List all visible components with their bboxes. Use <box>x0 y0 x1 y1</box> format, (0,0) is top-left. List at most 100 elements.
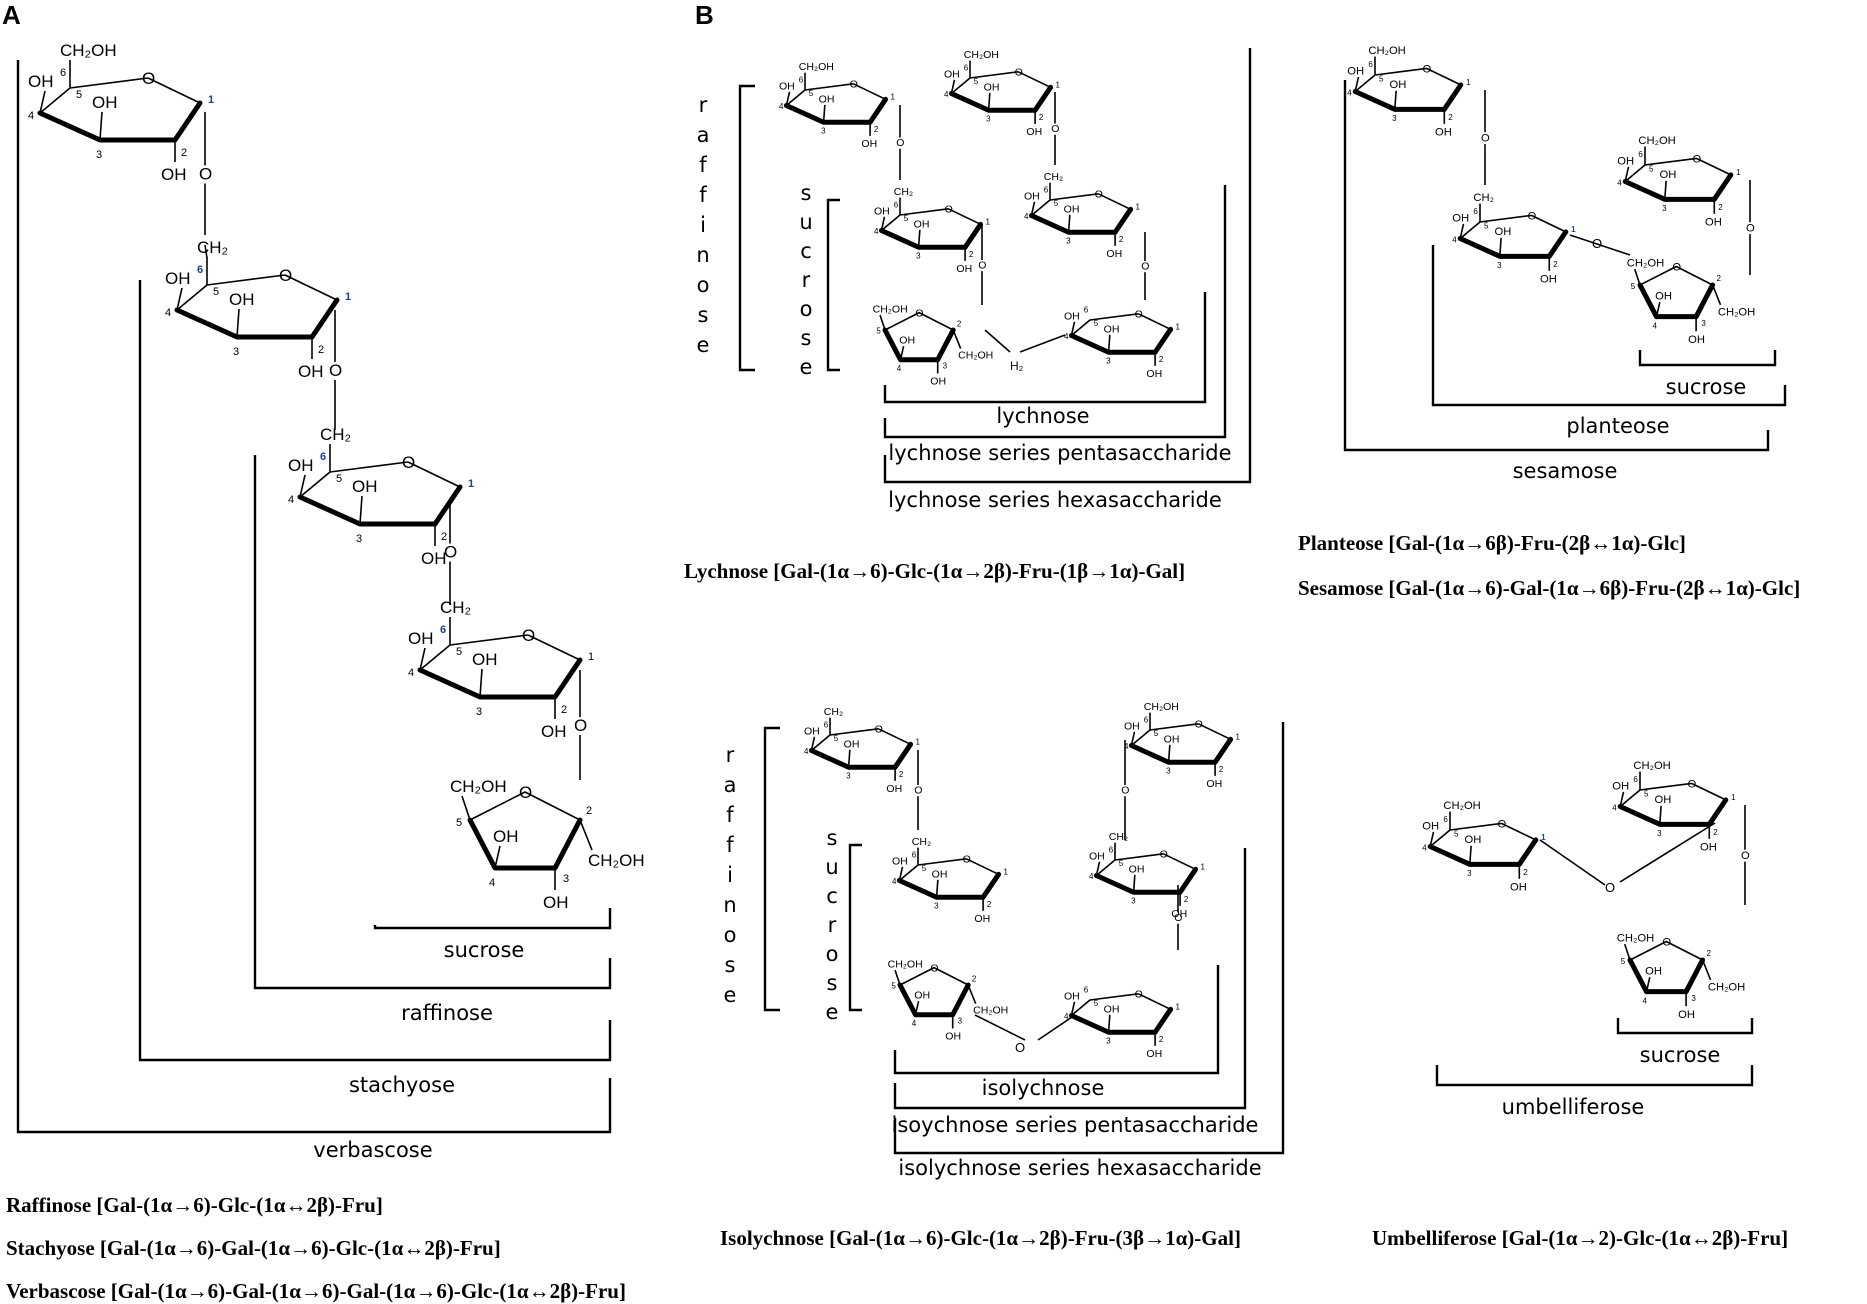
carbon-number: 3 <box>986 114 991 123</box>
carbon-number: 1 <box>916 737 921 746</box>
c4-oh-bond <box>899 345 905 360</box>
c3-oh-bond <box>359 495 363 525</box>
bracket-raffinose-a <box>253 455 612 990</box>
c3-oh-bond <box>99 111 103 141</box>
carbon-number: 3 <box>1657 829 1662 838</box>
vertical-letter: a <box>697 123 710 147</box>
carbon-number: 1 <box>1466 78 1471 87</box>
carbon-number: 3 <box>1662 204 1667 213</box>
carbon-number: 4 <box>28 110 34 122</box>
carbon-number: 1 <box>1176 1002 1181 1011</box>
c4-oh-bond <box>1030 201 1036 216</box>
carbon-number: 3 <box>1106 1036 1111 1045</box>
label-lychnose-hexasaccharide: lychnose series hexasaccharide <box>888 488 1222 512</box>
bracket-lychnose-pentasaccharide <box>883 185 1227 439</box>
label-isolychnose-pentasaccharide: isoychnose series pentasaccharide <box>892 1113 1259 1137</box>
pyranose-ring-top <box>1198 723 1231 741</box>
furanose-ring-bottom <box>897 982 971 1018</box>
c3-oh: OH <box>1164 733 1180 745</box>
label-umbelliferose: umbelliferose <box>1502 1095 1645 1119</box>
ring-oxygen: O <box>1672 261 1681 273</box>
carbon-number: 3 <box>96 149 102 161</box>
carbon-number: 2 <box>1039 113 1044 122</box>
c3-oh: OH <box>543 893 569 912</box>
furanose-ring-bottom <box>882 327 956 363</box>
pyranose-ring-bottom <box>1068 1006 1174 1035</box>
label-raffinose-a: raffinose <box>401 1001 493 1025</box>
c3-oh: OH <box>1495 226 1512 238</box>
carbon-number: 5 <box>1621 957 1626 966</box>
furanose-ring-top <box>1639 265 1713 286</box>
carbon-number: 3 <box>943 361 948 370</box>
vertical-letter: c <box>826 884 838 908</box>
ring-oxygen: O <box>402 453 415 472</box>
caption-raffinose: Raffinose [Gal-(1α→6)-Glc-(1α↔2β)-Fru] <box>6 1193 383 1217</box>
pyranose-ring-bottom <box>783 96 889 125</box>
carbon-number: 6 <box>824 721 829 730</box>
c3-oh: OH <box>1660 169 1677 181</box>
c4-oh: OH <box>804 725 820 737</box>
vertical-letter: s <box>801 181 812 205</box>
glycosidic-bond <box>984 329 1011 353</box>
furanose-ring-bottom <box>1637 282 1716 320</box>
c6-group: CH₂OH <box>888 959 923 971</box>
c4-oh: OH <box>892 855 908 867</box>
carbon-number: 5 <box>1094 319 1099 328</box>
c1-bond <box>952 329 962 349</box>
c1-group: CH₂OH <box>958 350 993 362</box>
caption-verbascose: Verbascose [Gal-(1α→6)-Gal-(1α→6)-Gal-(1… <box>6 1279 626 1303</box>
carbon-number: 5 <box>76 89 82 101</box>
glycosidic-oxygen: O <box>1121 785 1129 797</box>
c1-bond <box>579 819 593 851</box>
c3-oh: OH <box>930 376 946 388</box>
label-sesamose: sesamose <box>1513 459 1618 483</box>
carbon-number: 3 <box>1131 896 1136 905</box>
carbon-number: 4 <box>1024 212 1029 221</box>
c4-oh-bond <box>950 79 956 94</box>
c6-group: CH₂ <box>1044 171 1063 183</box>
carbon-number: 4 <box>804 747 809 756</box>
glycosidic-oxygen: O <box>1481 132 1490 144</box>
c3-oh: OH <box>1678 1009 1695 1021</box>
c4-oh: OH <box>1064 990 1080 1002</box>
carbon-number: 3 <box>476 706 482 718</box>
bracket-verbascose-a <box>16 60 612 1134</box>
vertical-letter: f <box>699 153 707 177</box>
carbon-number: 1 <box>1541 833 1546 842</box>
ring-oxygen: O <box>1095 189 1103 201</box>
c3-oh: OH <box>229 290 255 309</box>
label-sucrose-planteose: sucrose <box>1666 375 1747 399</box>
c3-oh: OH <box>1104 1003 1120 1015</box>
carbon-number: 2 <box>318 344 324 356</box>
c3-oh-bond <box>1469 845 1472 865</box>
furanose-ring-bottom <box>1627 957 1706 995</box>
glycosidic-bond <box>204 244 208 259</box>
c4-oh-bond <box>1619 791 1625 807</box>
pyranose-ring-bottom <box>808 741 914 770</box>
c1-group: CH₂OH <box>588 851 645 870</box>
c6-group: CH₂OH <box>964 49 999 61</box>
c4-oh-bond <box>494 845 501 869</box>
c2-oh: OH <box>861 138 877 150</box>
ring-oxygen: O <box>142 69 155 88</box>
carbon-number: 6 <box>894 201 899 210</box>
furanose-ring-bottom <box>467 817 583 871</box>
c4-oh: OH <box>288 456 314 475</box>
pyranose-ring-top <box>1070 313 1139 337</box>
carbon-number: 6 <box>1443 815 1448 824</box>
pyranose-ring-bottom <box>948 84 1054 113</box>
carbon-number: 5 <box>456 646 462 658</box>
c3-oh-bond <box>935 879 939 898</box>
vertical-letter: u <box>799 210 812 234</box>
c6-group: CH₂OH <box>450 777 507 796</box>
carbon-number: 4 <box>408 667 414 679</box>
carbon-number: 3 <box>934 901 939 910</box>
carbon-number: 4 <box>489 877 495 889</box>
carbon-number: 3 <box>1392 114 1397 123</box>
carbon-number: 1 <box>891 92 896 101</box>
carbon-number: 2 <box>441 531 447 543</box>
c6-group: CH₂ <box>1473 192 1494 204</box>
vertical-letter: n <box>723 893 736 917</box>
c6-group: CH₂OH <box>60 41 117 60</box>
